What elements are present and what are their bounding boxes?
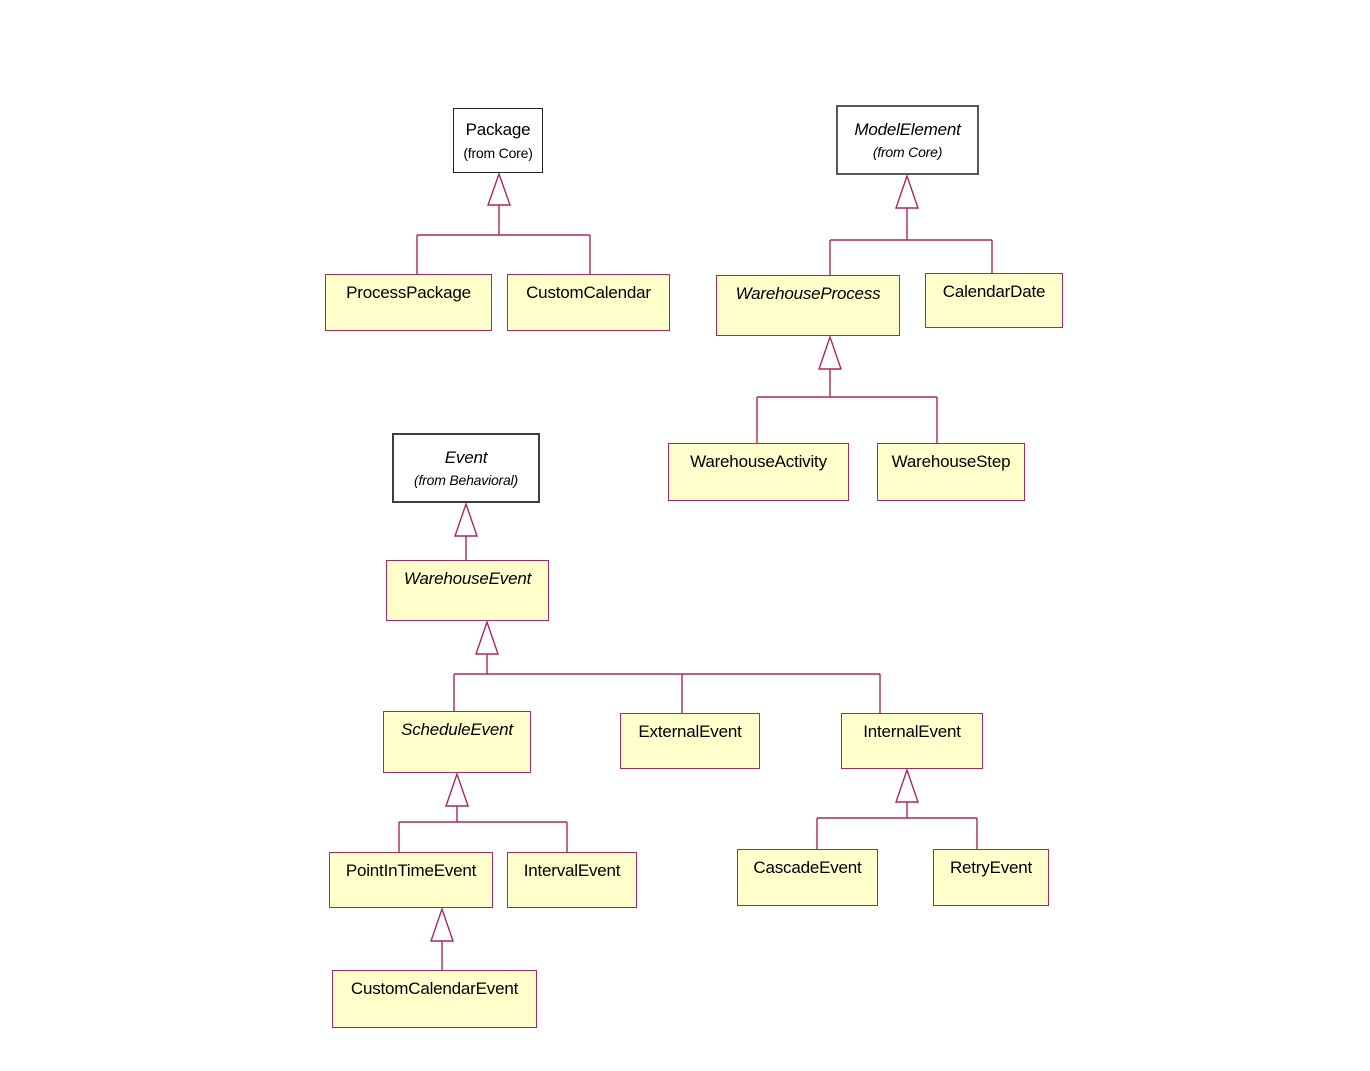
class-warehouse-event: WarehouseEvent — [386, 560, 549, 621]
class-point-in-time-event: PointInTimeEvent — [329, 852, 493, 908]
generalization-arrowhead-icon — [475, 619, 499, 655]
class-custom-calendar: CustomCalendar — [507, 274, 670, 331]
class-label: ScheduleEvent — [401, 720, 513, 739]
class-package: Package (from Core) — [453, 108, 543, 173]
class-label: CascadeEvent — [753, 858, 862, 877]
class-cascade-event: CascadeEvent — [737, 849, 878, 906]
class-external-event: ExternalEvent — [620, 713, 760, 769]
edge-warehouseprocess-children — [756, 334, 938, 443]
class-label: ProcessPackage — [346, 283, 471, 302]
class-label: WarehouseStep — [891, 452, 1011, 471]
edge-warehouseevent-children — [453, 619, 881, 713]
class-label: ModelElement — [854, 119, 961, 139]
class-warehouse-activity: WarehouseActivity — [668, 443, 849, 501]
edge-pointintimeevent-child — [430, 906, 454, 970]
connector-line — [829, 208, 993, 275]
connector-line — [416, 205, 591, 274]
generalization-arrowhead-icon — [454, 501, 478, 537]
edge-internalevent-children — [816, 767, 978, 849]
generalization-arrowhead-icon — [445, 771, 469, 807]
class-label: CustomCalendarEvent — [350, 979, 519, 998]
class-warehouse-step: WarehouseStep — [877, 443, 1025, 501]
generalization-arrowhead-icon — [895, 767, 919, 803]
class-label: CalendarDate — [942, 282, 1046, 301]
class-internal-event: InternalEvent — [841, 713, 983, 769]
generalization-arrowhead-icon — [818, 334, 842, 370]
generalization-arrowhead-icon — [895, 173, 919, 209]
generalization-arrowhead-icon — [430, 906, 454, 942]
class-custom-calendar-event: CustomCalendarEvent — [332, 970, 537, 1028]
class-process-package: ProcessPackage — [325, 274, 492, 331]
connector-line — [398, 806, 568, 852]
edge-package-children — [416, 171, 591, 274]
class-warehouse-process: WarehouseProcess — [716, 275, 900, 336]
connector-line — [453, 654, 881, 713]
class-retry-event: RetryEvent — [933, 849, 1049, 906]
connector-line — [816, 802, 978, 849]
class-label: Package — [465, 120, 531, 140]
edge-event-warehouseevent — [454, 501, 478, 560]
class-label: PointInTimeEvent — [345, 861, 477, 880]
class-label: RetryEvent — [949, 858, 1033, 877]
class-origin-label: (from Behavioral) — [414, 472, 518, 489]
class-label: IntervalEvent — [523, 861, 621, 880]
class-label: InternalEvent — [863, 722, 961, 741]
edge-scheduleevent-children — [398, 771, 568, 852]
class-label: WarehouseProcess — [735, 284, 881, 303]
class-interval-event: IntervalEvent — [507, 852, 637, 908]
class-label: WarehouseEvent — [403, 569, 532, 588]
class-schedule-event: ScheduleEvent — [383, 711, 531, 773]
class-event: Event (from Behavioral) — [392, 433, 540, 503]
connector-line — [756, 369, 938, 443]
edge-modelelement-children — [829, 173, 993, 275]
class-label: WarehouseActivity — [690, 452, 827, 471]
generalization-arrowhead-icon — [487, 171, 511, 206]
class-label: ExternalEvent — [638, 722, 742, 741]
class-origin-label: (from Core) — [463, 144, 533, 161]
class-label: CustomCalendar — [526, 283, 651, 302]
class-label: Event — [444, 447, 488, 467]
class-origin-label: (from Core) — [872, 144, 943, 161]
class-calendar-date: CalendarDate — [925, 273, 1063, 328]
class-model-element: ModelElement (from Core) — [836, 105, 979, 175]
